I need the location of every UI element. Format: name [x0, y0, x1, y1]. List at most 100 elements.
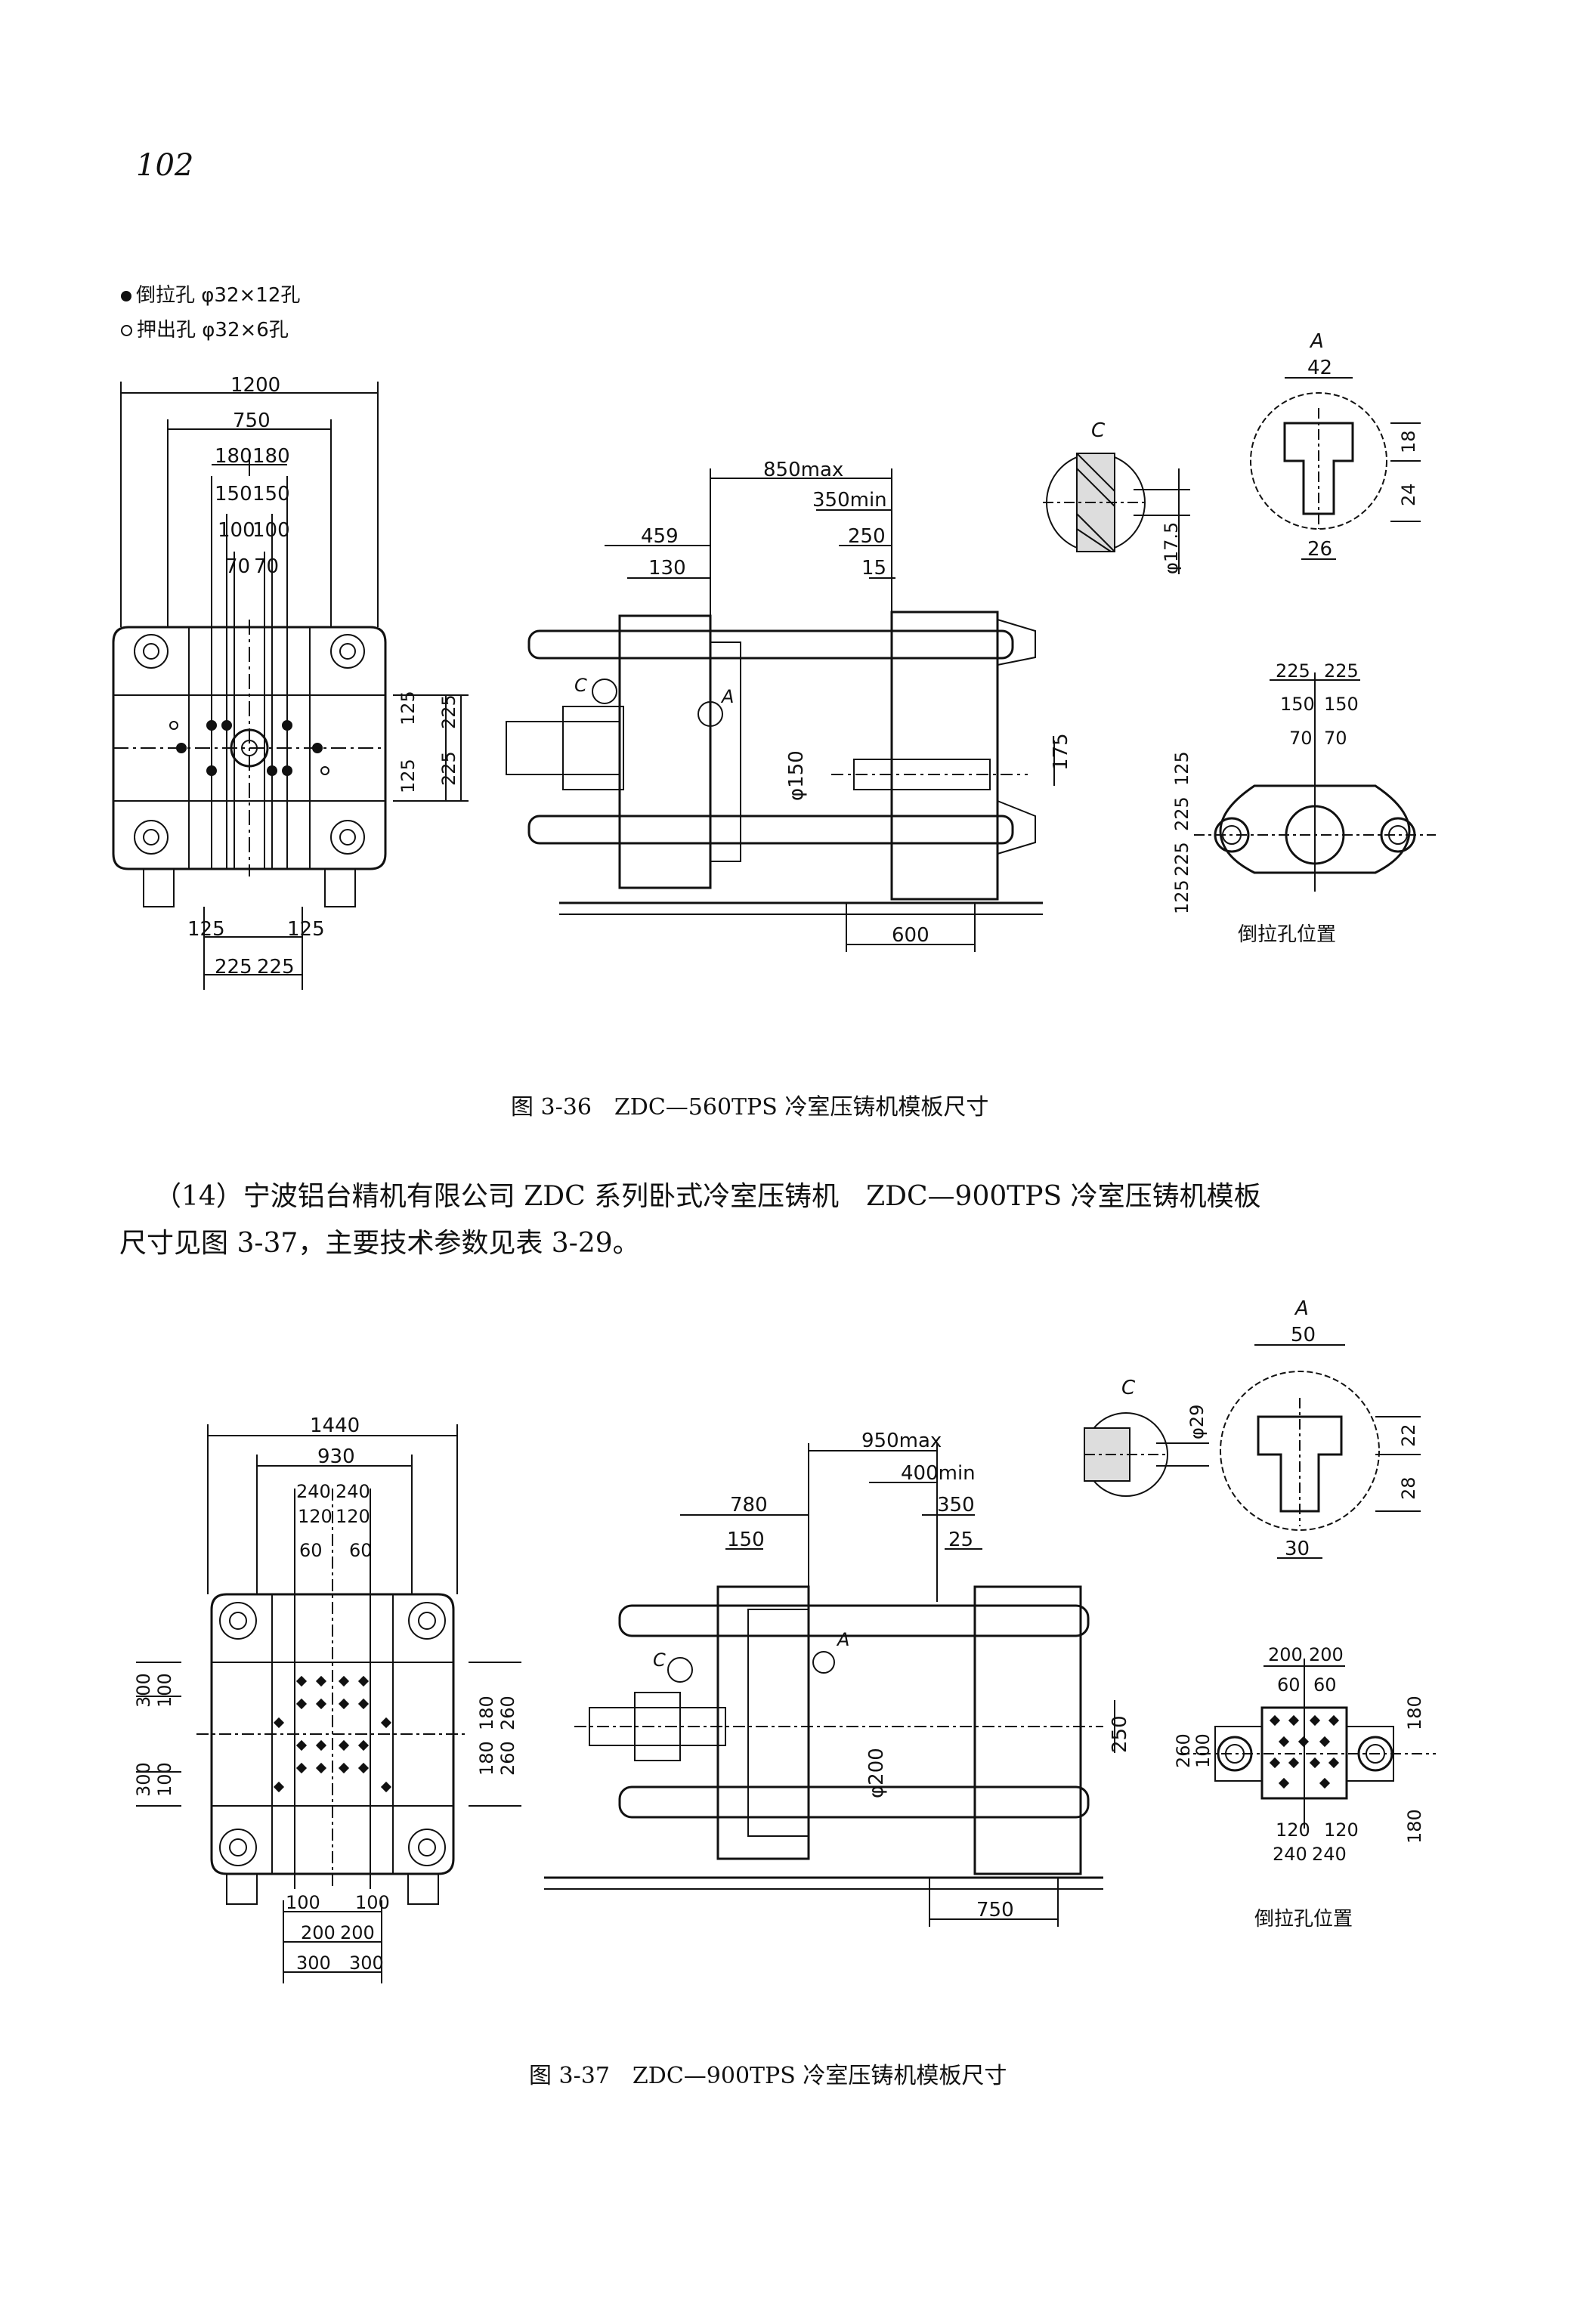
- detail-c-label: C: [1091, 419, 1106, 442]
- dim-850max: 850max: [763, 459, 843, 481]
- dim-60-right: 60: [349, 1540, 373, 1561]
- dim-r260-bottom: 260: [497, 1741, 518, 1776]
- pull-70-right: 70: [1324, 728, 1347, 749]
- legend-solid-text: 倒拉孔 φ32×12孔: [136, 284, 301, 307]
- detail-a-label: A: [1309, 330, 1324, 353]
- dim-25: 25: [948, 1529, 973, 1551]
- dim-b200-left: 200: [301, 1922, 336, 1943]
- pull37-60-right: 60: [1313, 1674, 1337, 1696]
- dim-l300-top: 300: [133, 1673, 154, 1708]
- dim-r125-top: 125: [397, 691, 419, 725]
- pull37-240-left: 240: [1273, 1844, 1307, 1865]
- dim-250: 250: [848, 525, 886, 548]
- dim-150: 150: [727, 1529, 765, 1551]
- fig36-side-view: 850max 350min 459 250 130 15 A C φ150: [506, 459, 1072, 952]
- fig37-detail-c: C φ29: [1084, 1377, 1209, 1497]
- dim-70-left: 70: [225, 555, 250, 578]
- pull-150-left: 150: [1280, 694, 1315, 715]
- paragraph-line-2: 尺寸见图 3-37，主要技术参数见表 3-29。: [119, 1228, 640, 1259]
- pull-70-left: 70: [1289, 728, 1313, 749]
- pull-title-37: 倒拉孔位置: [1254, 1908, 1353, 1931]
- dim-b200-right: 200: [340, 1922, 375, 1943]
- pull37-120-right: 120: [1324, 1819, 1359, 1841]
- detail-c-label-37: C: [1121, 1377, 1136, 1399]
- dim-l100-top: 100: [154, 1673, 175, 1708]
- dim-24: 24: [1398, 483, 1419, 506]
- dim-22: 22: [1398, 1424, 1419, 1447]
- pull37-60-left: 60: [1277, 1674, 1301, 1696]
- dim-15: 15: [861, 557, 886, 580]
- dim-b125-right: 125: [287, 918, 325, 941]
- dim-26: 26: [1307, 538, 1332, 561]
- dim-350min: 350min: [812, 489, 887, 512]
- pull-l125-bottom: 125: [1171, 880, 1192, 914]
- pull-l225-top: 225: [1171, 796, 1192, 831]
- dim-150-right: 150: [252, 483, 290, 505]
- label-a-side: A: [720, 686, 734, 707]
- dim-780: 780: [730, 1494, 768, 1516]
- dim-r125-bottom: 125: [397, 759, 419, 793]
- pull-225-right: 225: [1324, 660, 1359, 682]
- dim-150-left: 150: [215, 483, 252, 505]
- dim-1440: 1440: [310, 1414, 360, 1437]
- dim-100-right: 100: [252, 519, 290, 542]
- page-number: 102: [136, 148, 194, 183]
- dim-b300-left: 300: [296, 1952, 331, 1974]
- pull-150-right: 150: [1324, 694, 1359, 715]
- fig36-front-view: 1200 750 180 180 150 150 100 100 70 70: [112, 374, 469, 990]
- pull37-200-right: 200: [1309, 1644, 1344, 1665]
- dim-phi200: φ200: [865, 1748, 888, 1798]
- dim-42: 42: [1307, 357, 1332, 379]
- dim-r260-top: 260: [497, 1696, 518, 1730]
- dim-r180-top: 180: [476, 1696, 497, 1730]
- dim-1200: 1200: [230, 374, 280, 397]
- dim-l300-bottom: 300: [133, 1762, 154, 1797]
- fig37-pull-holes: 200 200 60 60 260 100 180 180: [1173, 1644, 1436, 1931]
- dim-600: 600: [892, 924, 929, 947]
- fig37-front-view: 1440 930 240 240 120 120 60 60: [133, 1414, 521, 1983]
- detail-c-dia: φ17.5: [1161, 522, 1182, 574]
- hollow-dot-icon: [121, 325, 132, 336]
- dim-60-left: 60: [299, 1540, 323, 1561]
- fig36-detail-c: C φ17.5: [1043, 419, 1190, 574]
- dim-r180-bottom: 180: [476, 1741, 497, 1776]
- dim-30: 30: [1285, 1538, 1310, 1560]
- dim-400min: 400min: [901, 1462, 976, 1485]
- pull37-l260: 260: [1173, 1733, 1194, 1768]
- pull-l225-bottom: 225: [1171, 842, 1192, 876]
- dim-130: 130: [648, 557, 686, 580]
- dim-750: 750: [233, 410, 271, 432]
- detail-a-marker: [697, 701, 723, 727]
- caption-fig-3-37: 图 3-37 ZDC—900TPS 冷室压铸机模板尺寸: [529, 2063, 1007, 2089]
- legend-hollow-text: 押出孔 φ32×6孔: [137, 319, 289, 342]
- dim-b100-left: 100: [286, 1892, 320, 1913]
- dim-180-right: 180: [252, 445, 290, 468]
- dim-50: 50: [1291, 1324, 1316, 1346]
- figure-3-36: 1200 750 180 180 150 150 100 100 70 70: [112, 330, 1436, 990]
- figure-3-37: 1440 930 240 240 120 120 60 60: [133, 1297, 1436, 1983]
- caption-fig-3-36: 图 3-36 ZDC—560TPS 冷室压铸机模板尺寸: [511, 1094, 989, 1121]
- label-a-side-37: A: [836, 1629, 849, 1650]
- fig37-side-view: 950max 400min 780 350 150 25 A C φ200 25…: [544, 1430, 1131, 1927]
- dim-950max: 950max: [861, 1430, 942, 1452]
- detail-a-label-37: A: [1294, 1297, 1309, 1320]
- pull-l125-top: 125: [1171, 751, 1192, 786]
- dim-b225-right: 225: [257, 956, 295, 978]
- pull37-120-left: 120: [1276, 1819, 1310, 1841]
- dim-100-left: 100: [218, 519, 255, 542]
- detail-c-marker: [592, 679, 617, 704]
- dim-240-right: 240: [336, 1481, 370, 1502]
- label-c-side-37: C: [653, 1649, 666, 1671]
- dim-r225-bottom: 225: [438, 751, 459, 786]
- dim-120-left: 120: [298, 1506, 332, 1527]
- dim-240-left: 240: [296, 1481, 331, 1502]
- label-c-side: C: [574, 675, 587, 696]
- dim-175: 175: [1050, 733, 1072, 771]
- paragraph-line-1: （14）宁波铝台精机有限公司 ZDC 系列卧式冷室压铸机 ZDC—900TPS …: [154, 1181, 1261, 1212]
- dim-459: 459: [641, 525, 679, 548]
- dim-b100-right: 100: [355, 1892, 390, 1913]
- dim-250-37: 250: [1109, 1715, 1131, 1753]
- pull-225-left: 225: [1276, 660, 1310, 682]
- fig36-pull-holes: 225 225 150 150 70 70 125 225 225 125 倒拉…: [1171, 660, 1436, 946]
- pull-title-36: 倒拉孔位置: [1238, 923, 1336, 946]
